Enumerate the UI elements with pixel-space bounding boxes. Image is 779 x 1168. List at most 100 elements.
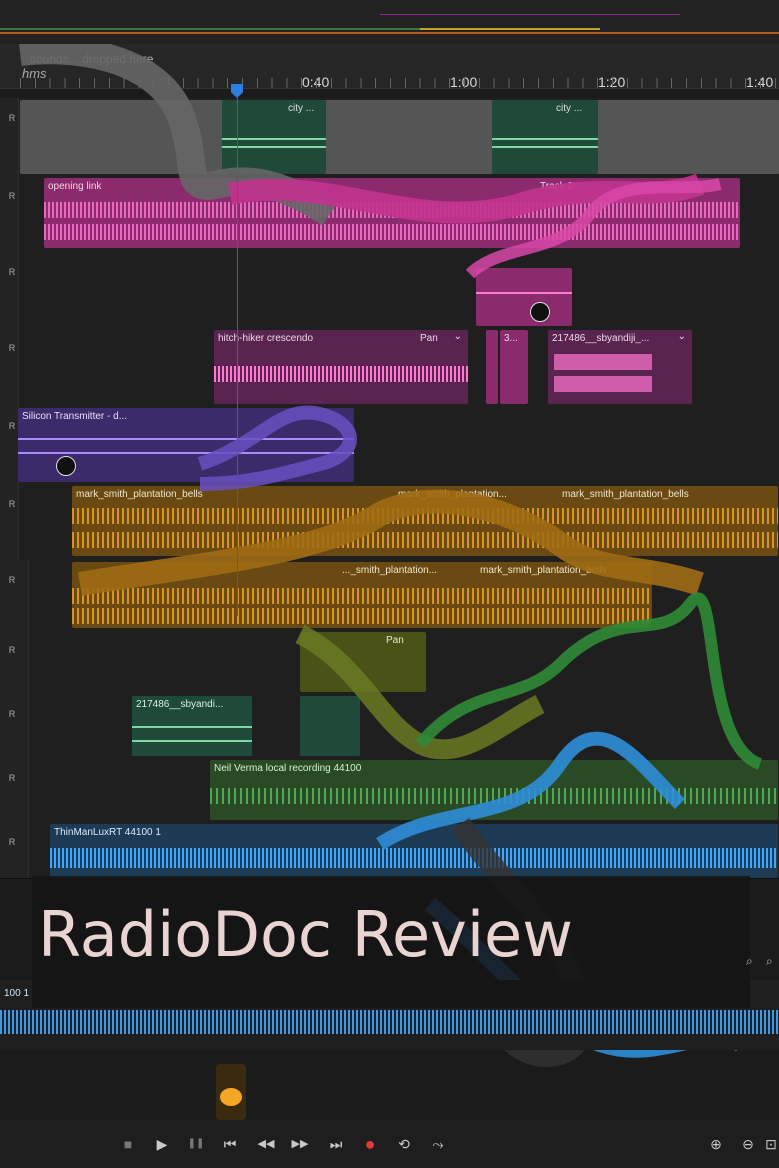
- zoom-icon[interactable]: ⌕: [746, 954, 753, 968]
- overview-line: [0, 32, 779, 34]
- waveform: [214, 366, 468, 382]
- clip-name: hitch-hiker crescendo: [218, 333, 314, 344]
- clip-city-2[interactable]: city ...: [492, 100, 598, 174]
- waveform: [492, 146, 598, 148]
- clip-pan-label: Pan: [386, 635, 404, 646]
- record-arm-icon[interactable]: R: [8, 645, 16, 655]
- track-header[interactable]: R: [0, 758, 29, 822]
- record-arm-icon[interactable]: R: [8, 499, 16, 509]
- clip-name: Track 2: [540, 181, 573, 192]
- fast-forward-button[interactable]: ▶▶: [291, 1138, 309, 1150]
- loop-button[interactable]: ⟲: [398, 1136, 410, 1152]
- clip-silicon-transmitter[interactable]: Silicon Transmitter - d...: [18, 408, 354, 482]
- chevron-down-icon[interactable]: ⌄: [677, 331, 686, 342]
- overview-line: [380, 14, 680, 15]
- clip-name: mark_smith_plantation_bells: [562, 489, 689, 500]
- track-8[interactable]: R Pan: [0, 630, 779, 695]
- track-10[interactable]: R Neil Verma local recording 44100: [0, 758, 779, 823]
- zoom-out-button[interactable]: ⊖: [742, 1136, 754, 1152]
- track-5[interactable]: R Silicon Transmitter - d...: [0, 406, 779, 485]
- track-4[interactable]: R hitch-hiker crescendo Pan ⌄ 3... 21748…: [0, 328, 779, 407]
- track-header[interactable]: R: [0, 252, 19, 328]
- record-arm-icon[interactable]: R: [8, 267, 16, 277]
- waveform: [18, 438, 354, 440]
- track-header[interactable]: R: [0, 822, 29, 878]
- waveform: [220, 1088, 242, 1106]
- track-7[interactable]: R ..._smith_plantation... mark_smith_pla…: [0, 560, 779, 631]
- clip-orange-small[interactable]: [216, 1064, 246, 1120]
- clip-opening-link[interactable]: opening link Track 2: [44, 178, 740, 248]
- clip-pink-thin[interactable]: [486, 330, 498, 404]
- record-arm-icon[interactable]: R: [8, 191, 16, 201]
- record-arm-icon[interactable]: R: [8, 709, 16, 719]
- clip-name: city ...: [288, 103, 315, 114]
- playhead-handle[interactable]: [231, 84, 243, 98]
- track-3[interactable]: R: [0, 252, 779, 329]
- clip-mark-smith-2[interactable]: ..._smith_plantation... mark_smith_plant…: [72, 562, 652, 628]
- clip-neil-verma[interactable]: Neil Verma local recording 44100: [210, 760, 778, 820]
- clip-fx-icon[interactable]: [56, 456, 76, 476]
- clip-green-small[interactable]: [300, 696, 360, 756]
- clip-hitchhiker[interactable]: hitch-hiker crescendo Pan ⌄: [214, 330, 468, 404]
- track-header[interactable]: R: [0, 484, 19, 560]
- record-button[interactable]: ●: [364, 1134, 376, 1154]
- zoom-reset-button[interactable]: ⊡: [765, 1136, 777, 1152]
- clip-thinman[interactable]: ThinManLuxRT 44100 1: [50, 824, 778, 878]
- track-header[interactable]: R: [0, 98, 19, 176]
- record-arm-icon[interactable]: R: [8, 343, 16, 353]
- waveform: [72, 508, 778, 524]
- clip-3[interactable]: 3...: [500, 330, 528, 404]
- clip-name: 217486__sbyandiji_...: [552, 333, 650, 344]
- transport-bar: ■ ▶ ❚❚ ⏮ ◀◀ ▶▶ ⏭ ● ⟲ ⤳ ⊕ ⊖ ⊡: [0, 1120, 779, 1168]
- record-arm-icon[interactable]: R: [8, 421, 16, 431]
- overview-line: [420, 28, 600, 30]
- stop-button[interactable]: ■: [123, 1136, 133, 1152]
- track-header[interactable]: R: [0, 328, 19, 406]
- clip-name: 3...: [504, 333, 518, 344]
- record-arm-icon[interactable]: R: [8, 113, 16, 123]
- pause-button[interactable]: ❚❚: [187, 1138, 205, 1149]
- waveform: [44, 202, 740, 218]
- clip-name: mark_smith_plantation_bells: [76, 489, 203, 500]
- chevron-down-icon[interactable]: ⌄: [453, 331, 462, 342]
- clip-pink-small[interactable]: [476, 268, 572, 326]
- track-9[interactable]: R 217486__sbyandi...: [0, 694, 779, 759]
- clip-mark-smith[interactable]: mark_smith_plantation_bells mark_smith_p…: [72, 486, 778, 556]
- clip-olive[interactable]: Pan: [300, 632, 426, 692]
- track-header[interactable]: R: [0, 630, 29, 694]
- overview-line: [0, 28, 420, 30]
- time-ruler[interactable]: sounds... dropped here hms 0:40 1:00 1:2…: [0, 44, 779, 90]
- playhead-line: [237, 96, 238, 616]
- zoom-in-button[interactable]: ⊕: [710, 1136, 722, 1152]
- track-header[interactable]: R: [0, 176, 19, 252]
- waveform: [50, 848, 778, 868]
- rewind-button[interactable]: ◀◀: [257, 1138, 275, 1150]
- waveform: [72, 608, 652, 624]
- track-header[interactable]: R: [0, 560, 29, 630]
- track-header[interactable]: R: [0, 406, 19, 484]
- waveform: [72, 532, 778, 548]
- record-arm-icon[interactable]: R: [8, 575, 16, 585]
- top-bar: [0, 0, 779, 44]
- clip-fx-icon[interactable]: [530, 302, 550, 322]
- track-header[interactable]: R: [0, 694, 29, 758]
- go-to-end-button[interactable]: ⏭: [329, 1136, 343, 1152]
- clip-name: mark_smith_plantation_bells: [480, 565, 607, 576]
- clip-gray[interactable]: [20, 100, 779, 174]
- clip-sbyandi-green[interactable]: 217486__sbyandi...: [132, 696, 252, 756]
- clip-name: Neil Verma local recording 44100: [214, 763, 362, 774]
- clip-sbyandiji[interactable]: 217486__sbyandiji_... ⌄: [548, 330, 692, 404]
- track-11[interactable]: R ThinManLuxRT 44100 1: [0, 822, 779, 879]
- clip-name: 100 1: [4, 988, 30, 999]
- zoom-icon[interactable]: ⌕: [766, 954, 773, 968]
- skip-selection-button[interactable]: ⤳: [432, 1136, 444, 1152]
- record-arm-icon[interactable]: R: [8, 773, 16, 783]
- go-to-start-button[interactable]: ⏮: [223, 1136, 237, 1152]
- track-2[interactable]: R opening link Track 2: [0, 176, 779, 253]
- record-arm-icon[interactable]: R: [8, 837, 16, 847]
- waveform: [0, 1010, 779, 1034]
- play-button[interactable]: ▶: [156, 1136, 168, 1152]
- track-1[interactable]: R city ... city ...: [0, 98, 779, 177]
- clip-name: ..._smith_plantation...: [342, 565, 438, 576]
- track-6[interactable]: R mark_smith_plantation_bells mark_smith…: [0, 484, 779, 561]
